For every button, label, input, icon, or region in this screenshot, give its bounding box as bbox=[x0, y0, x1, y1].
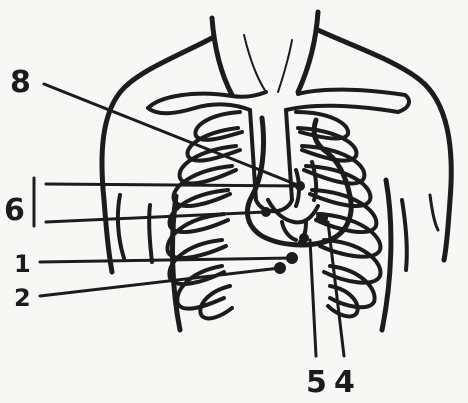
leader-line-5 bbox=[310, 240, 316, 356]
sternum bbox=[250, 110, 292, 211]
leader-line-6b bbox=[46, 212, 266, 222]
electrode-dot bbox=[299, 233, 309, 243]
label-2: 2 bbox=[14, 284, 31, 312]
label-1: 1 bbox=[14, 250, 31, 278]
electrode-dot bbox=[316, 212, 328, 224]
label-4: 4 bbox=[334, 365, 355, 400]
right-ribs bbox=[296, 112, 380, 316]
torso-outline bbox=[102, 30, 451, 272]
clavicles bbox=[148, 90, 409, 114]
leader-line-2 bbox=[40, 268, 280, 296]
leader-line-6a bbox=[46, 184, 300, 186]
neck-outline bbox=[212, 12, 318, 95]
leader-line-1 bbox=[40, 258, 292, 262]
label-5: 5 bbox=[306, 365, 327, 400]
label-8: 8 bbox=[10, 65, 31, 100]
label-6: 6 bbox=[4, 193, 25, 228]
electrode-points bbox=[261, 181, 328, 274]
